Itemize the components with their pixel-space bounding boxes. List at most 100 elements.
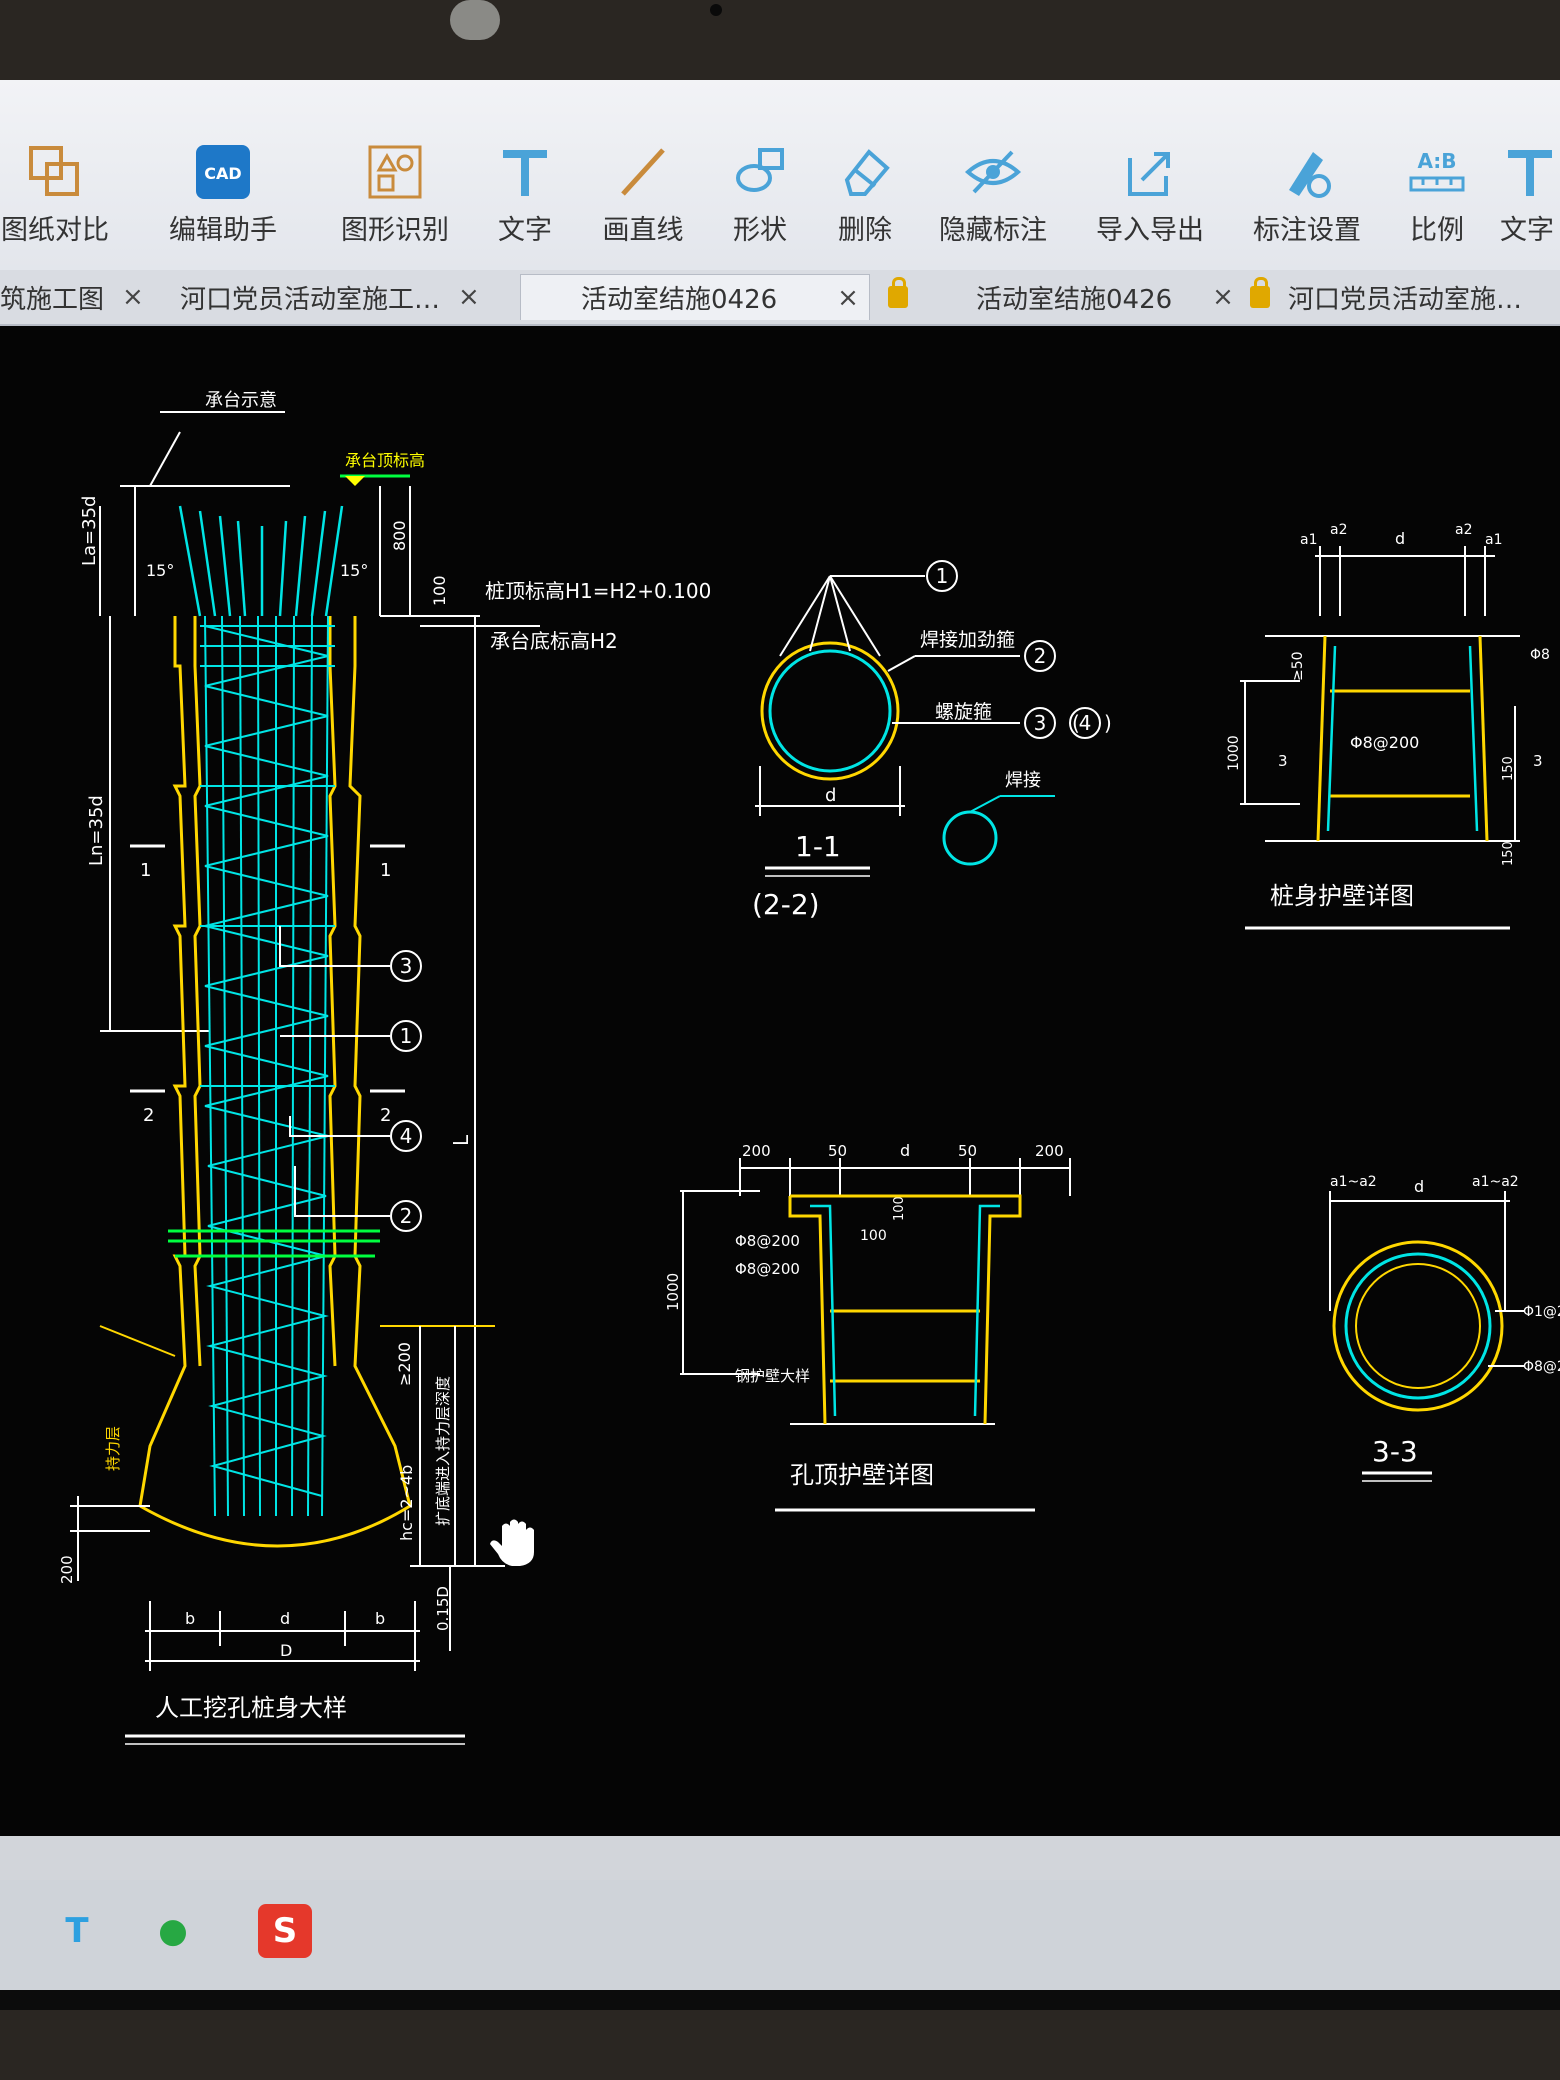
- s33-c2: Φ8@2: [1523, 1359, 1560, 1375]
- section-mark-2-left: 2: [143, 1105, 154, 1126]
- wall-3-left: 3: [1278, 752, 1288, 770]
- tool-shape-recognition[interactable]: 图形识别: [330, 142, 460, 262]
- tab-label: 河口党员活动室施…: [1288, 284, 1523, 315]
- wall-150b: 150: [1501, 841, 1516, 866]
- wall-ge50: ≥50: [1290, 651, 1306, 681]
- wall-150a: 150: [1501, 756, 1516, 781]
- wall-3-right: 3: [1533, 752, 1543, 770]
- tool-scale[interactable]: A:B 比例: [1372, 142, 1502, 262]
- tw-50-left: 50: [828, 1142, 847, 1160]
- screen: 图纸对比 CAD 编辑助手 图形识别 文字 画直线: [0, 80, 1560, 2010]
- ribbon-toolbar: 图纸对比 CAD 编辑助手 图形识别 文字 画直线: [0, 80, 1560, 270]
- layer-label: 持力层: [104, 1426, 122, 1471]
- wall-a2-left: a2: [1330, 522, 1348, 538]
- tw-200-right: 200: [1035, 1142, 1064, 1160]
- dim-D: D: [280, 1641, 292, 1660]
- tool-compare-drawings[interactable]: 图纸对比: [0, 142, 120, 262]
- text-tool-icon: [1500, 142, 1560, 202]
- weld-label: 焊接: [1005, 770, 1041, 791]
- shapes-icon: [730, 142, 790, 202]
- cap-bottom-label: 承台底标高H2: [490, 629, 618, 653]
- wall-d8: Φ8: [1530, 647, 1550, 663]
- svg-text:CAD: CAD: [204, 164, 241, 183]
- paren-open: (: [1072, 711, 1080, 735]
- tool-label: 图形识别: [341, 215, 449, 246]
- tool-annotation-settings[interactable]: 标注设置: [1242, 142, 1372, 262]
- tw-200-left: 200: [742, 1142, 771, 1160]
- close-icon[interactable]: ×: [122, 282, 144, 312]
- shape-recognition-icon: [365, 142, 425, 202]
- s33-right: a1~a2: [1472, 1174, 1519, 1190]
- tab-document-2[interactable]: 河口党员活动室施工… ×: [180, 274, 510, 320]
- tab-document-1[interactable]: 筑施工图 ×: [0, 274, 148, 320]
- section-33-title: 3-3: [1372, 1435, 1418, 1468]
- weld-ring-label: 焊接加劲箍: [920, 629, 1015, 651]
- section-callout-4: 4: [1079, 711, 1092, 735]
- wechat-icon[interactable]: ●: [158, 1911, 188, 1951]
- wall-d: d: [1395, 529, 1405, 548]
- spiral-label: 螺旋箍: [935, 701, 992, 723]
- section-3-3: a1~a2 d a1~a2 Φ1@2 Φ8@2 3-3: [1329, 1174, 1560, 1482]
- tab-document-3[interactable]: 活动室结施0426 ×: [520, 274, 870, 320]
- dim-100: 100: [430, 575, 449, 606]
- tool-draw-line[interactable]: 画直线: [578, 142, 708, 262]
- wall-detail-title: 桩身护壁详图: [1270, 882, 1414, 910]
- pile-top-label: 桩顶标高H1=H2+0.100: [485, 579, 711, 603]
- tool-label: 删除: [838, 215, 892, 246]
- s33-left: a1~a2: [1330, 1174, 1377, 1190]
- tool-shapes[interactable]: 形状: [695, 142, 825, 262]
- scale-ratio-icon: A:B: [1407, 142, 1467, 202]
- wall-a2-right: a2: [1455, 522, 1473, 538]
- tool-label: 文字: [498, 215, 552, 246]
- angle-right: 15°: [340, 561, 368, 580]
- tab-document-5[interactable]: 河口党员活动室施…: [1250, 274, 1560, 320]
- close-icon[interactable]: ×: [837, 282, 859, 313]
- lock-icon: [1250, 277, 1270, 308]
- callout-2: 2: [400, 1204, 413, 1228]
- drawing-canvas[interactable]: 承台示意 承台顶标高 800 100: [0, 326, 1560, 1836]
- callout-1: 1: [400, 1024, 413, 1048]
- tool-text-2[interactable]: 文字: [1500, 142, 1560, 262]
- tab-label: 河口党员活动室施工…: [180, 284, 441, 315]
- eraser-icon: [835, 142, 895, 202]
- status-bar: [0, 1836, 1560, 1880]
- tool-edit-assistant[interactable]: CAD 编辑助手: [158, 142, 288, 262]
- tw-h100: 100: [892, 1196, 907, 1221]
- dim-ge200: ≥200: [395, 1342, 414, 1386]
- dim-b-left: b: [185, 1609, 195, 1628]
- tool-hide-annotation[interactable]: 隐藏标注: [928, 142, 1058, 262]
- wall-rebar: Φ8@200: [1350, 733, 1419, 752]
- cap-label: 承台示意: [205, 390, 277, 411]
- wall-a1-left: a1: [1300, 532, 1318, 548]
- callout-3: 3: [400, 954, 413, 978]
- webcam-indicator: [710, 4, 722, 16]
- dim-800: 800: [390, 520, 409, 551]
- hide-annotation-icon: [963, 142, 1023, 202]
- t-app-icon[interactable]: T: [65, 1911, 89, 1951]
- close-icon[interactable]: ×: [458, 282, 480, 312]
- cap-top-label: 承台顶标高: [345, 451, 425, 470]
- cad-edit-assistant-icon: CAD: [193, 142, 253, 202]
- tool-delete[interactable]: 删除: [800, 142, 930, 262]
- section-callout-2: 2: [1034, 644, 1047, 668]
- tw-rebar-2: Φ8@200: [735, 1260, 800, 1278]
- hand-cursor-icon: [490, 1519, 534, 1566]
- webcam: [450, 0, 500, 40]
- s33-c1: Φ1@2: [1523, 1304, 1560, 1320]
- close-icon[interactable]: ×: [1212, 282, 1234, 312]
- tw-h1000: 1000: [664, 1273, 682, 1311]
- tool-import-export[interactable]: 导入导出: [1085, 142, 1215, 262]
- main-drawing-title: 人工挖孔桩身大样: [155, 1694, 347, 1722]
- dim-la: La=35d: [79, 496, 100, 566]
- dim-200: 200: [58, 1555, 76, 1584]
- tw-t100: 100: [860, 1228, 887, 1244]
- tw-50-right: 50: [958, 1142, 977, 1160]
- tool-label: 导入导出: [1096, 215, 1204, 246]
- tab-document-4[interactable]: 活动室结施0426 ×: [888, 274, 1238, 320]
- sogou-icon[interactable]: S: [258, 1904, 312, 1958]
- annotation-settings-icon: [1277, 142, 1337, 202]
- tw-rebar-1: Φ8@200: [735, 1232, 800, 1250]
- monitor-bezel-top: [0, 0, 1560, 80]
- tool-label: 图纸对比: [1, 215, 109, 246]
- tool-text[interactable]: 文字: [460, 142, 590, 262]
